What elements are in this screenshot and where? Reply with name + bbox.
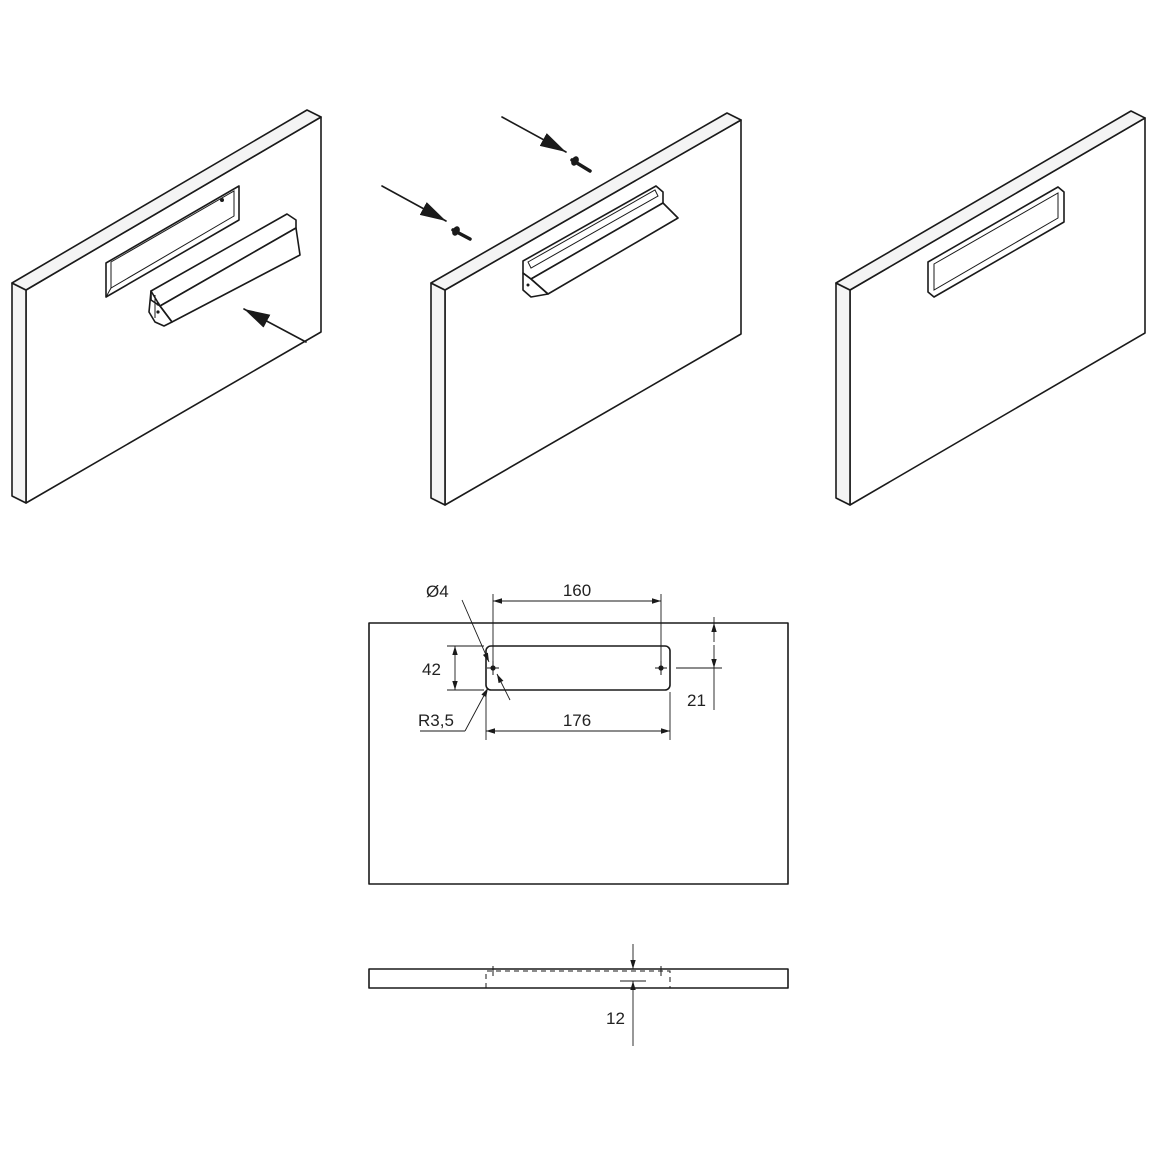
dim-12-label: 12	[606, 1009, 625, 1028]
panel-2-front-face	[444, 119, 742, 506]
section-view: 12	[368, 944, 789, 1046]
panel-1-top-edge	[11, 109, 322, 291]
dim-21: 21	[676, 617, 722, 710]
panel-3-top-edge	[835, 110, 1146, 291]
dim-corner-radius: R3,5	[418, 687, 489, 732]
hole-left	[487, 661, 499, 675]
front-view-panel	[368, 622, 789, 885]
panel-1-insert-handle	[11, 109, 322, 504]
section-view-hidden-recess	[485, 970, 671, 988]
panel-2-top-edge	[430, 112, 742, 291]
front-view-cutout	[485, 645, 671, 691]
panel-2-screw-left	[451, 226, 472, 241]
hole-right	[655, 661, 667, 675]
dim-hole-diameter-label: Ø4	[426, 582, 449, 601]
dim-42-label: 42	[422, 660, 441, 679]
panel-3-finished	[835, 110, 1146, 506]
panel-2-screw-arrow-right	[501, 116, 567, 153]
panel-1-side-edge	[11, 282, 27, 504]
dim-21-label: 21	[687, 691, 706, 710]
dim-12: 12	[606, 944, 646, 1046]
panel-1-recess	[105, 185, 240, 298]
panel-3-flush-handle	[927, 186, 1065, 298]
dim-176: 176	[485, 692, 671, 740]
panel-2-side-edge	[430, 282, 446, 506]
panel-1-handle	[148, 213, 301, 327]
panel-2-fix-screws	[381, 112, 742, 506]
dim-160: 160	[492, 581, 662, 661]
panel-2-screw-arrow-left	[381, 185, 447, 222]
panel-2-screw-right	[570, 156, 592, 173]
dim-160-label: 160	[563, 581, 591, 600]
dim-hole-diameter: Ø4	[426, 582, 511, 701]
panel-3-front-face	[849, 117, 1146, 506]
dim-176-label: 176	[563, 711, 591, 730]
dim-42: 42	[422, 645, 484, 691]
dim-corner-radius-label: R3,5	[418, 711, 454, 730]
panel-2-handle	[522, 185, 679, 298]
front-view: 160 Ø4 42 R3,5 176	[368, 581, 789, 885]
section-view-panel	[368, 968, 789, 989]
panel-1-insert-arrow	[243, 308, 307, 343]
panel-3-side-edge	[835, 282, 851, 506]
